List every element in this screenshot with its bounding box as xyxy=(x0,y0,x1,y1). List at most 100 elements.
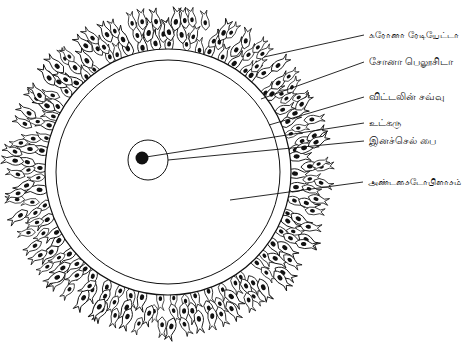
follicle-cell xyxy=(7,207,30,226)
cell-nucleus xyxy=(159,296,162,301)
cell-nucleus xyxy=(27,147,33,151)
cell-nucleus xyxy=(233,280,238,286)
cell-nucleus xyxy=(55,237,62,244)
cell-nucleus xyxy=(255,44,261,50)
cell-nucleus xyxy=(15,191,21,196)
cell-nucleus xyxy=(66,251,73,258)
cell-outline xyxy=(300,221,322,233)
cell-outline xyxy=(304,206,325,217)
cell-nucleus xyxy=(313,139,320,145)
cell-nucleus xyxy=(316,162,321,167)
cell-nucleus xyxy=(112,28,117,34)
cell-nucleus xyxy=(74,272,80,278)
cell-nucleus xyxy=(54,63,61,70)
cell-nucleus xyxy=(54,274,61,280)
cell-nucleus xyxy=(172,296,176,301)
cell-nucleus xyxy=(259,51,265,57)
cell-nucleus xyxy=(296,126,301,130)
follicle-cell xyxy=(291,123,310,132)
cell-nucleus xyxy=(84,57,91,64)
cell-nucleus xyxy=(80,294,87,301)
cell-nucleus xyxy=(291,198,297,203)
cell-outline xyxy=(243,292,256,314)
cell-nucleus xyxy=(62,76,69,82)
cell-outline xyxy=(269,54,292,74)
cell-nucleus xyxy=(26,168,31,173)
follicle-cell xyxy=(59,281,77,300)
follicle-cell xyxy=(1,155,25,166)
cell-outline xyxy=(126,11,137,31)
follicle-cell xyxy=(304,114,326,125)
follicle-cell xyxy=(243,292,256,314)
cell-nucleus xyxy=(12,158,18,163)
cell-nucleus xyxy=(90,273,95,279)
cell-nucleus xyxy=(22,121,28,127)
cell-nucleus xyxy=(221,29,227,36)
cell-outline xyxy=(200,10,210,31)
cell-nucleus xyxy=(59,265,66,271)
cell-outline xyxy=(1,155,25,166)
cell-nucleus xyxy=(129,293,133,298)
cell-outline xyxy=(9,139,28,148)
cell-nucleus xyxy=(104,31,110,38)
cell-outline xyxy=(7,207,30,226)
cell-nucleus xyxy=(243,38,248,44)
follicle-cell xyxy=(293,92,314,113)
cell-nucleus xyxy=(307,177,312,181)
germinal-vesicle xyxy=(128,140,168,180)
follicle-cell xyxy=(208,308,217,330)
cell-nucleus xyxy=(26,231,31,235)
cell-nucleus xyxy=(67,54,72,60)
cell-nucleus xyxy=(82,42,89,49)
follicle-cell xyxy=(72,288,92,313)
follicle-cell xyxy=(57,47,71,66)
follicle-cell xyxy=(137,8,148,30)
follicle-cell xyxy=(9,139,28,148)
cell-nucleus xyxy=(182,321,187,327)
cell-outline xyxy=(149,8,162,31)
follicle-cell xyxy=(149,8,162,31)
cell-nucleus xyxy=(190,17,194,22)
cell-nucleus xyxy=(74,261,80,267)
part-label: இனச்செல் பை xyxy=(368,135,437,147)
cell-nucleus xyxy=(292,110,299,116)
cell-nucleus xyxy=(166,29,171,36)
cell-nucleus xyxy=(305,224,311,229)
cell-nucleus xyxy=(32,210,38,215)
cell-outline xyxy=(5,187,27,200)
cell-nucleus xyxy=(191,34,196,40)
cell-outline xyxy=(57,47,71,66)
cell-nucleus xyxy=(318,180,324,185)
cell-nucleus xyxy=(44,216,51,223)
corona-cells xyxy=(1,7,335,342)
cell-nucleus xyxy=(261,70,267,76)
cell-nucleus xyxy=(287,257,293,263)
cell-nucleus xyxy=(246,297,251,303)
follicle-cell xyxy=(307,193,329,207)
cell-outline xyxy=(137,8,148,30)
cell-outline xyxy=(108,307,121,328)
cell-nucleus xyxy=(36,176,41,180)
cell-outline xyxy=(304,114,326,125)
follicle-cell xyxy=(271,268,293,292)
cell-outline xyxy=(306,132,331,151)
cell-nucleus xyxy=(101,44,107,50)
cell-nucleus xyxy=(210,313,214,319)
cell-nucleus xyxy=(48,249,55,256)
cell-nucleus xyxy=(182,18,187,24)
cell-nucleus xyxy=(36,92,43,99)
cell-nucleus xyxy=(31,137,36,141)
cell-nucleus xyxy=(217,301,222,307)
cell-nucleus xyxy=(36,187,42,192)
cell-nucleus xyxy=(160,322,164,327)
cell-outline xyxy=(17,228,36,237)
cell-nucleus xyxy=(254,63,260,69)
cell-nucleus xyxy=(15,172,21,177)
cell-nucleus xyxy=(231,60,238,67)
cell-nucleus xyxy=(228,30,234,36)
cell-nucleus xyxy=(67,286,73,292)
cell-nucleus xyxy=(115,52,119,57)
cell-outline xyxy=(15,102,38,121)
